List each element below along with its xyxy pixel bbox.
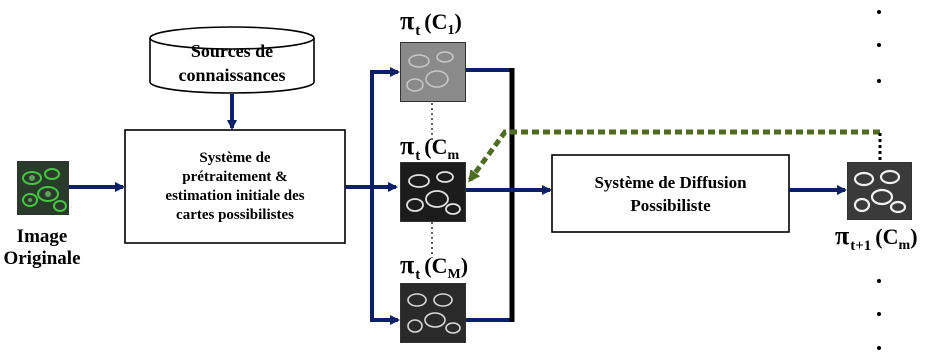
map-thumbnail-cM [400, 283, 466, 343]
diffusion-box [551, 154, 790, 233]
output-label: πt+1(Cm) [835, 221, 918, 254]
iteration-dots-bottom [877, 279, 881, 350]
feedback-arrow [467, 129, 880, 183]
input-caption: Image Originale [3, 226, 81, 269]
input-image [17, 161, 69, 215]
map-label-cM: πt(CM) [400, 250, 469, 283]
preprocessing-box [124, 129, 346, 244]
map-label-c1: πt(C1) [400, 6, 462, 39]
sources-label: Sources de connaissances [178, 41, 286, 85]
diffusion-label: Système de Diffusion Possibiliste [594, 172, 747, 215]
iteration-dots-top [877, 10, 881, 83]
map-label-cm: πt(Cm [400, 131, 460, 164]
fanout-bracket [345, 67, 400, 325]
map-thumbnail-c1 [400, 42, 466, 102]
merge-bracket [464, 68, 515, 322]
output-map-thumbnail [847, 162, 912, 220]
sources-cylinder [149, 26, 315, 94]
preprocessing-label: Système de prétraitement & estimation in… [165, 149, 305, 223]
map-thumbnail-cm [400, 162, 466, 222]
